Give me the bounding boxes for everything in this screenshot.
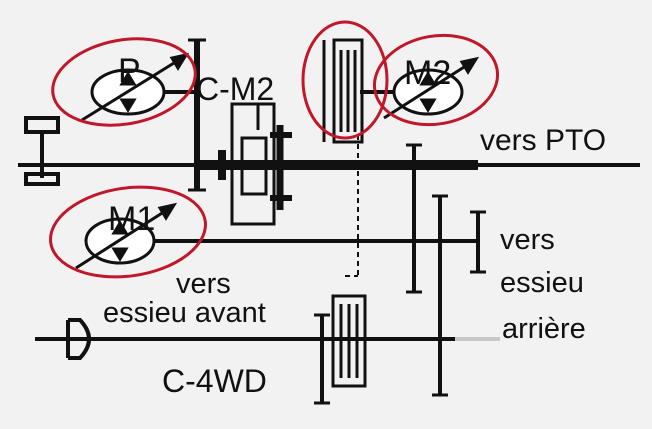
label-front-axle-1: vers (176, 268, 231, 300)
label-clutch-4wd: C-4WD (162, 363, 267, 399)
label-motor-m1: M1 (108, 200, 155, 238)
label-motor-p: P (118, 52, 141, 90)
motor-m2-triangle-up (419, 71, 437, 86)
clutch-4wd-housing (331, 294, 367, 388)
label-output-pto: vers PTO (480, 124, 606, 157)
label-rear-axle-3: arrière (502, 313, 586, 345)
motor-m1-arrow-head (157, 202, 178, 221)
motor-m2-body (392, 68, 464, 116)
motor-m1-triangle-up (111, 220, 129, 235)
motor-m2-triangle-down (419, 98, 437, 113)
label-motor-m2: M2 (404, 54, 451, 92)
highlight-motor-m2 (372, 33, 500, 127)
gears (188, 38, 486, 405)
label-rear-axle-1: vers (500, 224, 555, 256)
motor-m2-arrow (383, 60, 473, 120)
label-front-axle-2: essieu avant (103, 297, 266, 329)
motor-m2-arrow-head (459, 56, 480, 75)
motor-p (81, 52, 190, 122)
motor-p-triangle-up (119, 71, 137, 86)
label-rear-axle-2: essieu (500, 267, 584, 299)
universal-joint (66, 318, 91, 360)
motor-m1 (75, 202, 178, 270)
sun-carrier (240, 136, 268, 196)
clutch-cm2 (322, 38, 364, 144)
engine-bottom-cap (24, 172, 60, 186)
highlights (49, 20, 500, 279)
motor-p-arrow-head (169, 52, 190, 71)
motor-m1-triangle-down (111, 247, 129, 262)
clutch-cm2-housing (332, 38, 364, 144)
clutch-4wd (331, 294, 367, 388)
highlight-motor-m1 (49, 185, 207, 279)
motor-m1-arrow (75, 206, 171, 270)
planetary-cluster (230, 102, 292, 226)
ujoint-cup (68, 318, 91, 360)
label-clutch-cm2: C-M2 (196, 71, 274, 107)
engine-block (24, 116, 60, 186)
planetary-carrier (230, 102, 276, 226)
motor-p-triangle-down (119, 98, 137, 113)
highlight-motor-p (51, 37, 197, 127)
motor-p-arrow (81, 56, 183, 122)
motor-m2 (383, 56, 480, 120)
highlight-clutch-cm2 (301, 20, 389, 140)
